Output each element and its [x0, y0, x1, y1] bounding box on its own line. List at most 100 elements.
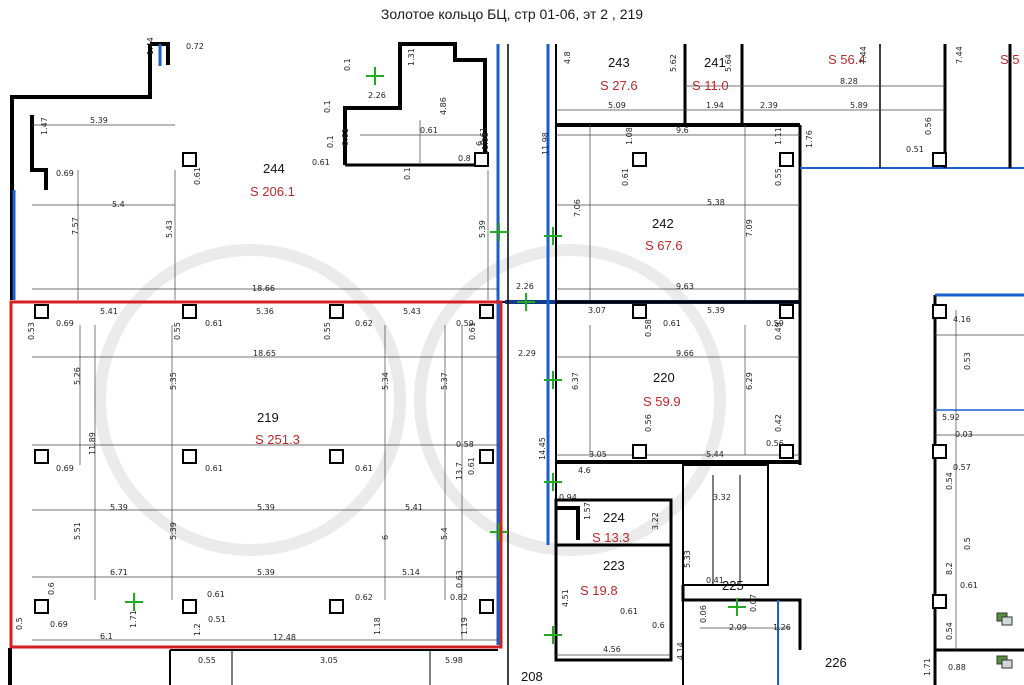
dimension-label: 5.44 [706, 450, 724, 459]
dimension-label: 5.62 [669, 54, 678, 72]
dimension-label: 5.39 [110, 503, 128, 512]
dimension-label: 0.55 [774, 168, 783, 186]
dimension-label: 7.09 [745, 219, 754, 237]
dimension-label: 5.39 [257, 568, 275, 577]
dimension-label: 0.72 [186, 42, 204, 51]
door-marker [517, 293, 535, 311]
dimension-label: 1.2 [193, 623, 202, 636]
room-area: S 19.8 [580, 583, 618, 598]
dimension-label: 0.51 [906, 145, 924, 154]
room-number: 220 [653, 370, 675, 385]
dimension-label: 5.43 [165, 220, 174, 238]
dimension-label: 0.54 [945, 472, 954, 490]
dimension-label: 11.98 [481, 132, 490, 155]
layer-icon[interactable] [996, 655, 1014, 669]
dimension-label: 0.61 [312, 158, 330, 167]
dimension-label: 0.42 [774, 414, 783, 432]
dimension-label: 2.26 [516, 282, 534, 291]
room-number: 219 [257, 410, 279, 425]
dimension-label: 5.41 [405, 503, 423, 512]
dimension-label: 4.6 [578, 466, 591, 475]
dimension-label: 1.08 [625, 127, 634, 145]
dimension-label: 0.41 [706, 576, 724, 585]
door-marker [125, 593, 143, 611]
column [479, 449, 494, 464]
dimension-label: 9.6 [676, 126, 689, 135]
walls [8, 42, 1024, 685]
door-marker [544, 227, 562, 245]
dimension-label: 4.56 [603, 645, 621, 654]
dimension-label: 3.05 [589, 450, 607, 459]
column [182, 152, 197, 167]
dimension-label: 0.49 [774, 322, 783, 340]
dimension-label: 0.55 [323, 322, 332, 340]
dimension-label: 0.61 [468, 322, 477, 340]
dimension-label: 0.8 [458, 154, 471, 163]
dimension-label: 0.55 [173, 322, 182, 340]
dimension-label: 6.1 [100, 632, 113, 641]
column [182, 449, 197, 464]
dimension-label: 14.45 [538, 437, 547, 460]
dimension-label: 0.1 [323, 100, 332, 113]
dimension-label: 5.4 [440, 527, 449, 540]
door-marker [490, 523, 508, 541]
door-marker [544, 626, 562, 644]
column [329, 304, 344, 319]
dimension-label: 0.69 [56, 464, 74, 473]
dimension-label: 5.09 [608, 101, 626, 110]
dimension-label: 12.48 [273, 633, 296, 642]
dimension-label: 0.61 [341, 128, 350, 146]
dimension-label: 0.1 [343, 58, 352, 71]
column [479, 599, 494, 614]
dimension-label: 4.14 [676, 642, 685, 660]
column [779, 444, 794, 459]
dimension-label: 1.94 [706, 101, 724, 110]
dimension-label: 5.39 [169, 522, 178, 540]
room-number: 243 [608, 55, 630, 70]
dimension-label: 1.76 [805, 130, 814, 148]
dimension-label: 18.65 [253, 349, 276, 358]
columns [34, 152, 947, 614]
layer-icon[interactable] [996, 612, 1014, 626]
dimension-label: 0.56 [644, 414, 653, 432]
dimension-label: 3.22 [651, 512, 660, 530]
dimension-label: 1.57 [583, 502, 592, 520]
dimension-label: 5.92 [942, 413, 960, 422]
room-number: 224 [603, 510, 625, 525]
stairwell [682, 464, 769, 586]
dimension-label: 0.53 [963, 352, 972, 370]
dimension-label: 5.64 [724, 54, 733, 72]
dimension-label: 2.29 [518, 349, 536, 358]
dimension-label: 6 [381, 535, 390, 540]
column [329, 599, 344, 614]
dimension-label: 3.05 [320, 656, 338, 665]
dimension-label: 1.18 [373, 617, 382, 635]
dimension-label: 0.6 [47, 582, 56, 595]
dimension-label: 0.61 [193, 167, 202, 185]
dimension-label: 5.33 [683, 550, 692, 568]
dimension-label: 5.14 [402, 568, 420, 577]
dimension-label: 0.54 [945, 622, 954, 640]
dimension-label: 8.2 [945, 562, 954, 575]
dimension-label: 0.69 [56, 319, 74, 328]
dimension-label: 0.58 [456, 440, 474, 449]
dimension-label: 0.61 [620, 607, 638, 616]
dimension-label: 0.59 [766, 319, 784, 328]
dimension-label: 0.62 [355, 319, 373, 328]
dimension-label: 0.51 [208, 615, 226, 624]
dimension-label: 4.16 [953, 315, 971, 324]
column [932, 304, 947, 319]
dimension-label: 2.26 [368, 91, 386, 100]
dimension-label: 7.57 [71, 217, 80, 235]
column [779, 304, 794, 319]
dimension-label: 0.53 [27, 322, 36, 340]
watermark [94, 244, 726, 556]
dimension-label: 4.51 [561, 589, 570, 607]
dimension-label: 13.7 [455, 462, 464, 480]
room-area: S 251.3 [255, 432, 300, 447]
room-number: 225 [722, 578, 744, 593]
dimension-label: 0.57 [953, 463, 971, 472]
dimension-label: 1.11 [774, 127, 783, 145]
